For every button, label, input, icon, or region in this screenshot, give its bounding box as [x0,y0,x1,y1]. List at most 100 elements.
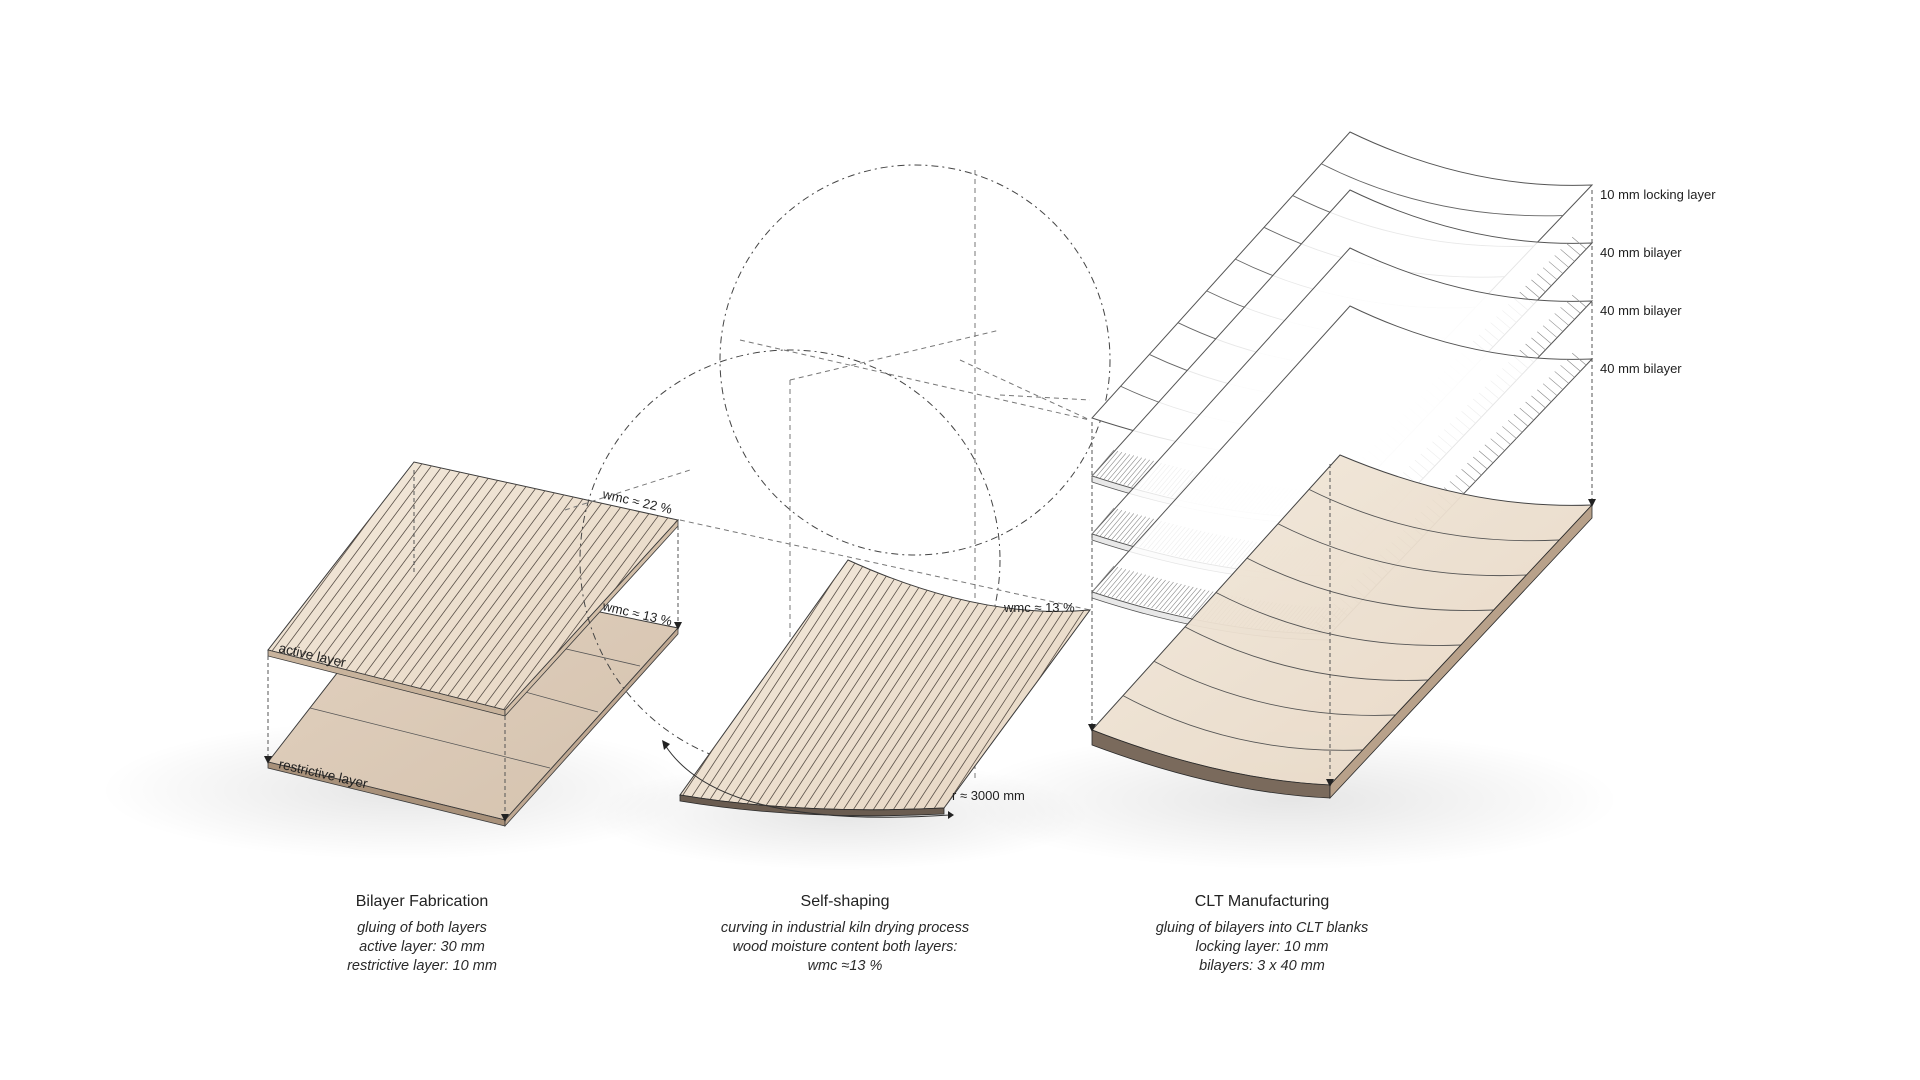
wmc-curved-label: wmc ≈ 13 % [1003,600,1075,615]
arrowhead [501,814,509,822]
caption-line: restrictive layer: 10 mm [347,958,497,974]
grain-line [749,560,941,810]
bilayer-guides [267,470,679,820]
grain-line [268,462,316,710]
hatch-line [1123,574,1146,601]
hatch-line [1123,458,1146,485]
restrictive-seam [309,707,551,769]
hatch-line [1155,582,1178,610]
hatch-line [1548,377,1564,390]
hatch-line [1167,585,1190,613]
clt-seam [1184,626,1429,681]
clt-seam [1122,695,1363,751]
hatch-line [1115,572,1139,599]
hatch-line [1171,586,1194,614]
radius-arc [664,744,951,818]
hatch-line [1143,579,1166,607]
grain-line [268,462,283,710]
hatch-line [1159,583,1182,611]
hatch-line [1095,508,1119,536]
bilayer-label-2: 40 mm bilayer [1600,303,1682,318]
hatch-line [1478,450,1494,464]
hatch-line [1151,581,1174,609]
hatch-line [1525,343,1540,357]
hatch-line [1119,573,1142,600]
hatch-line [1107,512,1131,539]
hatch-line [1449,481,1465,494]
hatch-line [1131,460,1154,488]
hatch-line [1531,337,1546,351]
construction-circle-large [719,164,1111,556]
hatch-line [1537,331,1552,345]
caption-line: wood moisture content both layers: [732,939,958,955]
hatch-line [1179,588,1202,616]
grain-line [680,560,861,810]
hatch-line [1139,578,1162,606]
caption-line: active layer: 30 mm [359,939,485,955]
hatch-line [1099,568,1123,595]
hatch-line [1554,371,1569,384]
hatch-line [1095,566,1119,594]
hatch-line [1473,456,1488,470]
hatch-line [1111,513,1135,540]
caption-title: Self-shaping [800,893,890,910]
hatch-line [1115,514,1139,541]
caption-line: locking layer: 10 mm [1195,939,1329,955]
clt-seam [1277,523,1527,577]
grain-line [268,462,305,710]
grain-line [268,462,338,710]
hatch-line [1461,468,1476,482]
bilayer-stack-exploded [1091,189,1594,641]
hatch-line [1183,589,1206,616]
hatch-line [1525,285,1540,299]
hatch-line [1490,438,1505,451]
hatch-line [1127,575,1150,602]
hatch-line [1560,365,1575,378]
bilayer-label-1: 40 mm bilayer [1600,245,1682,260]
hatch-line [1560,249,1575,262]
hatch-line [1519,407,1534,421]
clt-seam [1308,488,1560,542]
grain-line [268,462,327,710]
hatch-line [1107,570,1131,597]
hatch-line [1548,261,1564,274]
caption-bilayer-fabrication: Bilayer Fabrication gluing of both layer… [212,893,632,976]
hatch-line [1554,255,1569,268]
hatch-line [1099,452,1123,479]
caption-line: bilayers: 3 x 40 mm [1199,958,1325,974]
hatch-line [1103,569,1127,596]
hatch-line [1091,449,1115,477]
hatch-line [1175,587,1198,615]
bilayer-label-3: 40 mm bilayer [1600,361,1682,376]
grain-line [268,462,459,710]
hatch-line [1571,294,1587,308]
hatch-line [1131,576,1154,604]
hatch-line [1123,516,1146,543]
hatch-line [1502,426,1517,439]
hatch-line [1531,395,1546,409]
hatch-line [1115,456,1139,483]
hatch-line [1484,444,1500,458]
hatch-line [1566,300,1581,314]
hatch-line [1455,475,1470,488]
grain-line [759,560,951,810]
hatch-line [1186,590,1210,617]
hatch-line [1496,432,1511,445]
hatch-line [1107,454,1131,481]
hatch-line [1163,584,1186,612]
grain-line [689,560,881,810]
grain-line [268,462,272,710]
caption-line: curving in industrial kiln drying proces… [720,920,970,936]
clt-shadow [960,730,1620,870]
hatch-line [1119,457,1142,484]
caption-line: wmc ≈13 % [807,958,883,974]
clt-seam [1215,592,1462,646]
hatch-line [1571,236,1587,250]
grain-line [739,560,931,810]
clt-seam [1246,557,1494,611]
hatch-line [1525,401,1540,415]
caption-self-shaping: Self-shaping curving in industrial kiln … [635,893,1055,976]
hatch-line [1111,455,1135,482]
grain-line [699,560,891,810]
